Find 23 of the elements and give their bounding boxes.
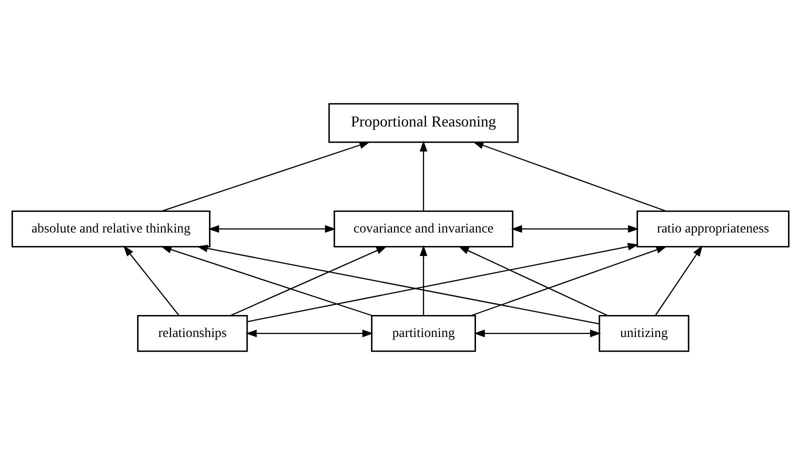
arrow: [458, 246, 608, 316]
arrow: [230, 246, 388, 316]
arrow: [161, 141, 370, 212]
node-box: partitioning: [371, 314, 476, 352]
arrow: [511, 225, 639, 233]
arrow: [474, 330, 601, 338]
arrow: [196, 244, 600, 324]
arrow: [470, 246, 668, 316]
arrow: [123, 245, 180, 316]
arrow: [420, 245, 428, 316]
arrow: [247, 242, 639, 322]
arrow: [420, 140, 428, 212]
arrow: [472, 142, 666, 212]
node-box: covariance and invariance: [334, 210, 514, 248]
arrow: [208, 225, 336, 233]
node-box: absolute and relative thinking: [12, 210, 210, 248]
arrow: [654, 245, 703, 316]
arrow: [160, 246, 372, 316]
node-box: Proportional Reasoning: [328, 103, 519, 143]
node-box: relationships: [137, 314, 248, 352]
arrow: [246, 330, 374, 338]
node-box: ratio appropriateness: [636, 210, 790, 248]
node-box: unitizing: [598, 314, 690, 352]
